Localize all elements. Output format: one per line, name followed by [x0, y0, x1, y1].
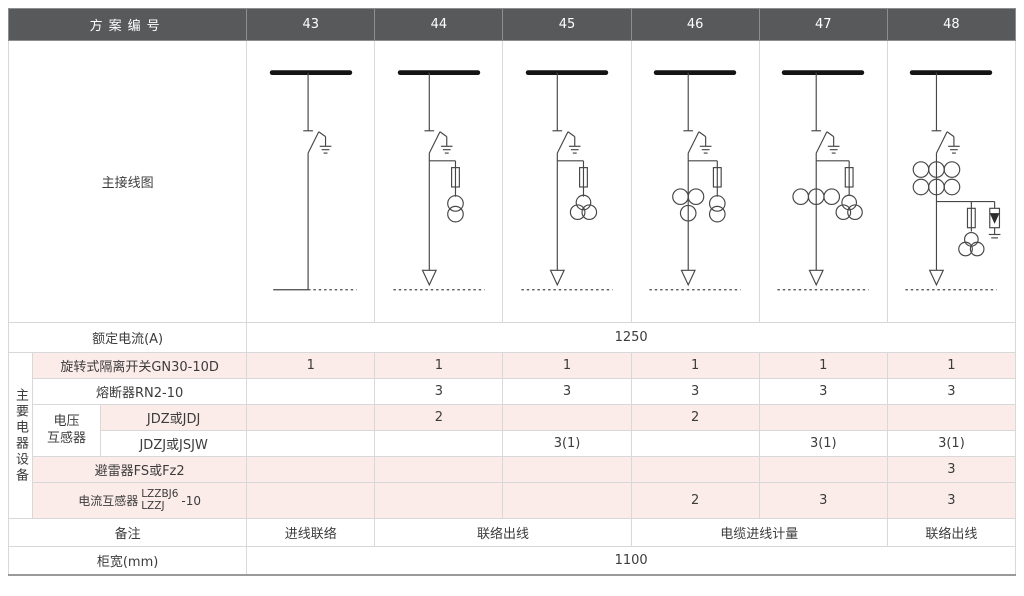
- equip-value-cell: [246, 482, 376, 519]
- remark-cell-43: 进线联络: [246, 518, 376, 547]
- diagram-row: 主接线图: [7, 40, 1017, 323]
- diagram-cell-46: [630, 40, 760, 323]
- diagram-cell-44: [374, 40, 504, 323]
- equipment-group-label: 主要电器设备: [7, 352, 34, 519]
- equip-value-cell: [374, 482, 504, 519]
- single-line-diagram-scheme-44-icon: [393, 69, 485, 290]
- column-header-48: 48: [886, 8, 1017, 41]
- current-transformer-models: LZZBJ6 LZZJ: [141, 488, 179, 512]
- equip-value-cell: 2: [630, 482, 760, 519]
- rated-current-label: 额定电流(A): [7, 322, 248, 353]
- equip-value-cell: 3: [502, 378, 632, 405]
- equipment-label: 避雷器FS或Fz2: [32, 456, 248, 483]
- equip-value-cell: [630, 430, 760, 457]
- equip-value-cell: 3(1): [758, 430, 888, 457]
- equip-value-cell: 1: [886, 352, 1017, 379]
- single-line-diagram-scheme-45-icon: [521, 69, 613, 290]
- equip-value-cell: [374, 430, 504, 457]
- header-row: 方案编号 43 44 45 46 47 48: [7, 8, 1017, 41]
- equip-value-cell: 3(1): [502, 430, 632, 457]
- rated-current-row: 额定电流(A) 1250: [7, 322, 1016, 353]
- remarks-label: 备注: [7, 518, 248, 547]
- equipment-row-arrester: 避雷器FS或Fz2 3: [9, 456, 1017, 483]
- column-header-47: 47: [758, 8, 888, 41]
- diagram-cell-48: [886, 40, 1017, 323]
- equip-value-cell: [246, 404, 376, 431]
- current-transformer-suffix: -10: [181, 493, 202, 508]
- scheme-table: 方案编号 43 44 45 46 47 48 主接线图: [7, 8, 1017, 576]
- equip-value-cell: [502, 404, 632, 431]
- diagram-cell-45: [502, 40, 632, 323]
- diagram-row-label: 主接线图: [7, 40, 248, 323]
- equip-value-cell: [758, 404, 888, 431]
- column-header-43: 43: [246, 8, 376, 41]
- equip-value-cell: 3: [758, 378, 888, 405]
- equipment-label: 旋转式隔离开关GN30-10D: [32, 352, 248, 379]
- cabinet-width-value: 1100: [246, 546, 1016, 575]
- equip-value-cell: 3: [630, 378, 760, 405]
- equipment-row-vt-jdz: 电压 互感器 JDZ或JDJ 2 2: [9, 404, 1017, 457]
- equip-value-cell: 3: [886, 456, 1017, 483]
- cabinet-width-row: 柜宽(mm) 1100: [7, 546, 1016, 575]
- remarks-row: 备注 进线联络 联络出线 电缆进线计量 联络出线: [7, 518, 1017, 547]
- equip-value-cell: 2: [630, 404, 760, 431]
- remark-cell-46-47: 电缆进线计量: [630, 518, 888, 547]
- equip-value-cell: [246, 456, 376, 483]
- equipment-row-current-transformer: 电流互感器 LZZBJ6 LZZJ -10 2 3 3: [9, 482, 1017, 519]
- scheme-number-label: 方案编号: [7, 8, 248, 41]
- cabinet-width-label: 柜宽(mm): [7, 546, 248, 575]
- single-line-diagram-scheme-43-icon: [269, 69, 357, 290]
- equip-value-cell: [502, 456, 632, 483]
- equip-value-cell: 1: [758, 352, 888, 379]
- diagram-cell-43: [246, 40, 376, 323]
- equip-value-cell: 1: [246, 352, 376, 379]
- equipment-row-vt-jdzj: JDZJ或JSJW 3(1) 3(1) 3(1): [9, 430, 1017, 457]
- equipment-label: 熔断器RN2-10: [32, 378, 248, 405]
- equip-value-cell: 3: [886, 482, 1017, 519]
- equip-value-cell: [630, 456, 760, 483]
- single-line-diagram-scheme-48-icon: [905, 69, 1001, 290]
- page: 方案编号 43 44 45 46 47 48 主接线图: [7, 8, 1017, 576]
- diagram-cell-47: [758, 40, 888, 323]
- column-header-46: 46: [630, 8, 760, 41]
- equip-value-cell: [246, 430, 376, 457]
- current-transformer-label: 电流互感器 LZZBJ6 LZZJ -10: [32, 482, 248, 519]
- column-header-44: 44: [374, 8, 504, 41]
- equip-value-cell: [374, 456, 504, 483]
- equip-value-cell: 3: [886, 378, 1017, 405]
- equip-value-cell: 1: [374, 352, 504, 379]
- equip-value-cell: 3: [374, 378, 504, 405]
- single-line-diagram-scheme-47-icon: [777, 69, 869, 290]
- equip-value-cell: [246, 378, 376, 405]
- remark-cell-48: 联络出线: [886, 518, 1017, 547]
- column-header-45: 45: [502, 8, 632, 41]
- equip-value-cell: [758, 456, 888, 483]
- equipment-label: JDZ或JDJ: [100, 404, 248, 431]
- remark-cell-44-45: 联络出线: [374, 518, 632, 547]
- equip-value-cell: 1: [630, 352, 760, 379]
- equipment-row-disconnector: 主要电器设备 旋转式隔离开关GN30-10D 1 1 1 1 1 1: [7, 352, 1017, 519]
- voltage-transformer-label: 电压 互感器: [32, 404, 102, 457]
- equipment-row-fuse: 熔断器RN2-10 3 3 3 3 3: [9, 378, 1017, 405]
- equip-value-cell: 3: [758, 482, 888, 519]
- rated-current-value: 1250: [246, 322, 1016, 353]
- equip-value-cell: 2: [374, 404, 504, 431]
- equip-value-cell: 3(1): [886, 430, 1017, 457]
- single-line-diagram-scheme-46-icon: [649, 69, 741, 290]
- equip-value-cell: 1: [502, 352, 632, 379]
- current-transformer-prefix: 电流互感器: [78, 494, 139, 508]
- equip-value-cell: [886, 404, 1017, 431]
- equip-value-cell: [502, 482, 632, 519]
- equipment-label: JDZJ或JSJW: [100, 430, 248, 457]
